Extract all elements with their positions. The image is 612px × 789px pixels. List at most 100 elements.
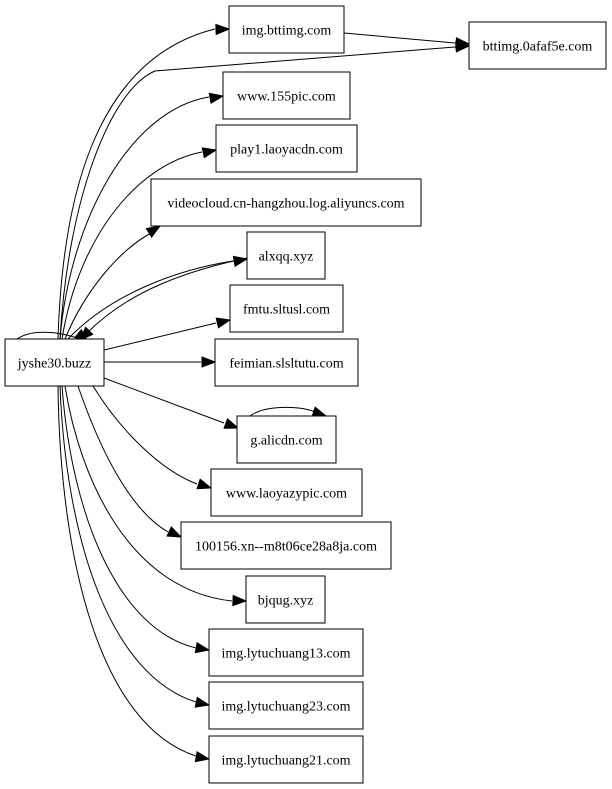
node-label: feimian.slsltutu.com [229,357,343,372]
node-box [208,628,364,677]
edge-jyshe30-to-bjqug [64,385,248,607]
node-box [228,5,345,54]
edges-layer [16,23,471,763]
edge-line [59,385,197,703]
nodes-layer: jyshe30.buzz img.bttimg.com bttimg.0afaf5e… [4,5,607,784]
edge-alxqq-to-jyshe30 [79,257,248,341]
edge-line [61,385,197,649]
arrowhead-icon [215,23,231,36]
edge-jyshe30-to-videocloud [64,225,162,340]
node-box [4,338,105,387]
node-img-bttimg[interactable]: img.bttimg.com [228,5,345,54]
edge-line [64,232,152,340]
arrowhead-icon [196,478,213,490]
edge-jyshe30-to-lytuchuang23 [59,385,211,708]
node-box [150,178,422,227]
node-www-laoyazypic[interactable]: www.laoyazypic.com [210,468,363,517]
edge-jyshe30-to-bttimg-0afaf5e [59,41,471,340]
edge-line [59,46,456,340]
edge-jyshe30-to-g-alicdn [103,377,240,429]
edge-line [67,260,234,340]
edge-line [64,385,233,602]
node-videocloud[interactable]: videocloud.cn-hangzhou.log.aliyuncs.com [150,178,422,227]
node-label: fmtu.sltusl.com [243,303,330,318]
node-lytuchuang13[interactable]: img.lytuchuang13.com [208,628,364,677]
node-play1-laoyacdn[interactable]: play1.laoyacdn.com [215,124,358,173]
arrowhead-icon [208,92,225,104]
node-feimian[interactable]: feimian.slsltutu.com [214,338,359,387]
node-fmtu[interactable]: fmtu.sltusl.com [229,284,344,333]
node-label: img.lytuchuang13.com [221,647,350,662]
node-jyshe30[interactable]: jyshe30.buzz [4,338,105,387]
node-box [229,284,344,333]
arrowhead-icon [194,751,211,763]
arrowhead-icon [194,696,211,708]
edge-line [87,257,248,333]
arrowhead-icon [166,526,183,538]
arrowhead-icon [145,225,162,239]
edge-jyshe30-to-www-155pic [59,92,225,340]
edge-line [249,406,319,417]
node-label: play1.laoyacdn.com [230,143,343,158]
arrowhead-icon [201,147,218,159]
node-label: videocloud.cn-hangzhou.log.aliyuncs.com [167,197,404,212]
node-box [208,681,364,730]
node-label: img.lytuchuang23.com [221,700,350,715]
node-label: img.bttimg.com [242,24,332,39]
arrowhead-icon [223,418,240,429]
edge-jyshe30-to-www-laoyazypic [92,385,213,490]
node-box [180,521,392,570]
node-lytuchuang21[interactable]: img.lytuchuang21.com [208,735,364,784]
node-label: g.alicdn.com [250,434,322,449]
node-box [222,71,351,120]
node-box [236,415,337,464]
node-label: bjqug.xyz [258,594,314,609]
node-label: 100156.xn--m8t06ce28a8ja.com [195,540,377,555]
node-bjqug[interactable]: bjqug.xyz [245,575,326,624]
node-label: alxqq.xyz [259,250,314,265]
edge-line [16,331,81,340]
node-box [468,21,607,70]
node-alxqq[interactable]: alxqq.xyz [246,231,326,280]
node-www-155pic[interactable]: www.155pic.com [222,71,351,120]
edge-line [61,151,203,340]
edge-jyshe30-to-play1-laoyacdn [61,147,218,340]
arrowhead-icon [232,594,248,607]
node-label: jyshe30.buzz [17,357,91,372]
edge-line [92,385,198,485]
node-box [210,468,363,517]
edge-line [77,385,169,533]
edge-jyshe30-to-n100156 [77,385,183,538]
arrowhead-icon [455,41,471,53]
node-bttimg-0afaf5e[interactable]: bttimg.0afaf5e.com [468,21,607,70]
node-n100156[interactable]: 100156.xn--m8t06ce28a8ja.com [180,521,392,570]
node-box [245,575,326,624]
edge-line [57,385,197,757]
edge-jyshe30-to-feimian [104,356,217,368]
edge-line [343,32,456,44]
node-label: www.155pic.com [237,90,336,105]
edge-jyshe30-to-img-bttimg [57,23,231,340]
edge-jyshe30-to-lytuchuang21 [57,385,211,763]
edge-line [103,377,225,424]
edge-line [57,28,216,340]
edge-jyshe30-to-fmtu [103,317,232,351]
node-label: bttimg.0afaf5e.com [483,40,593,55]
node-box [246,231,326,280]
edge-img-bttimg-to-bttimg-0afaf5e [343,32,471,49]
arrowhead-icon [215,317,232,329]
arrowhead-icon [201,356,217,368]
arrowhead-icon [194,642,211,654]
node-box [215,124,358,173]
node-g-alicdn[interactable]: g.alicdn.com [236,415,337,464]
node-label: www.laoyazypic.com [226,487,347,502]
node-label: img.lytuchuang21.com [221,754,350,769]
node-box [214,338,359,387]
node-lytuchuang23[interactable]: img.lytuchuang23.com [208,681,364,730]
arrowhead-icon [79,326,94,341]
edge-jyshe30-to-lytuchuang13 [61,385,211,654]
edge-line [103,322,217,351]
edge-line [59,96,210,340]
node-box [208,735,364,784]
